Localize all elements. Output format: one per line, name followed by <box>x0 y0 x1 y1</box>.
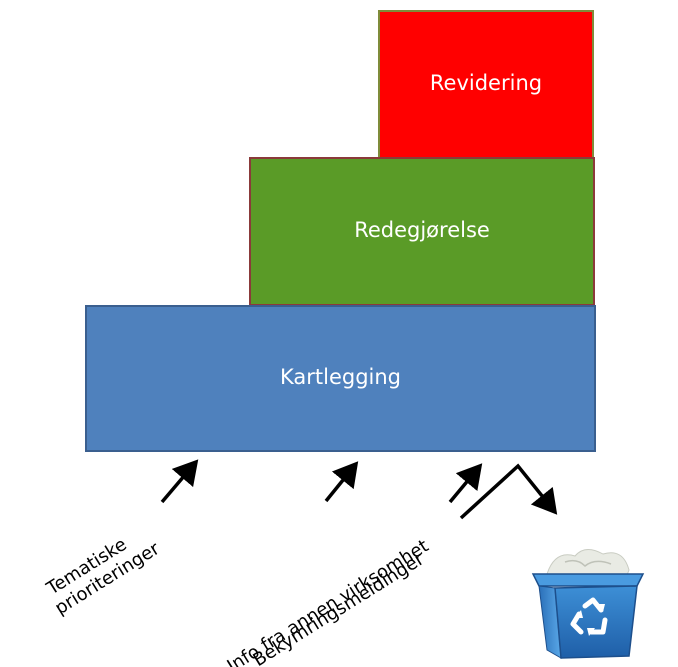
recycle-bin-icon <box>531 549 645 659</box>
arrow-bekym-in <box>448 463 483 504</box>
arrow-info <box>324 461 359 503</box>
tematiske-prioriteringer-label: Tematiske prioriteringer <box>22 521 164 631</box>
revidering-label: Revidering <box>429 70 543 95</box>
bekymringsmeldinger-label: Bekymringsmeldinger <box>249 548 428 667</box>
info-fra-annen-virksomhet-label: Info fra annen virksomhet <box>223 535 433 667</box>
arrow-bekym-out <box>459 463 558 520</box>
kartlegging-box: Kartlegging <box>85 305 596 452</box>
revidering-box: Revidering <box>378 10 594 159</box>
kartlegging-label: Kartlegging <box>279 364 402 389</box>
arrow-tematiske <box>160 459 199 504</box>
redegjorelse-label: Redegjørelse <box>354 217 490 242</box>
redegjorelse-box: Redegjørelse <box>249 157 595 306</box>
